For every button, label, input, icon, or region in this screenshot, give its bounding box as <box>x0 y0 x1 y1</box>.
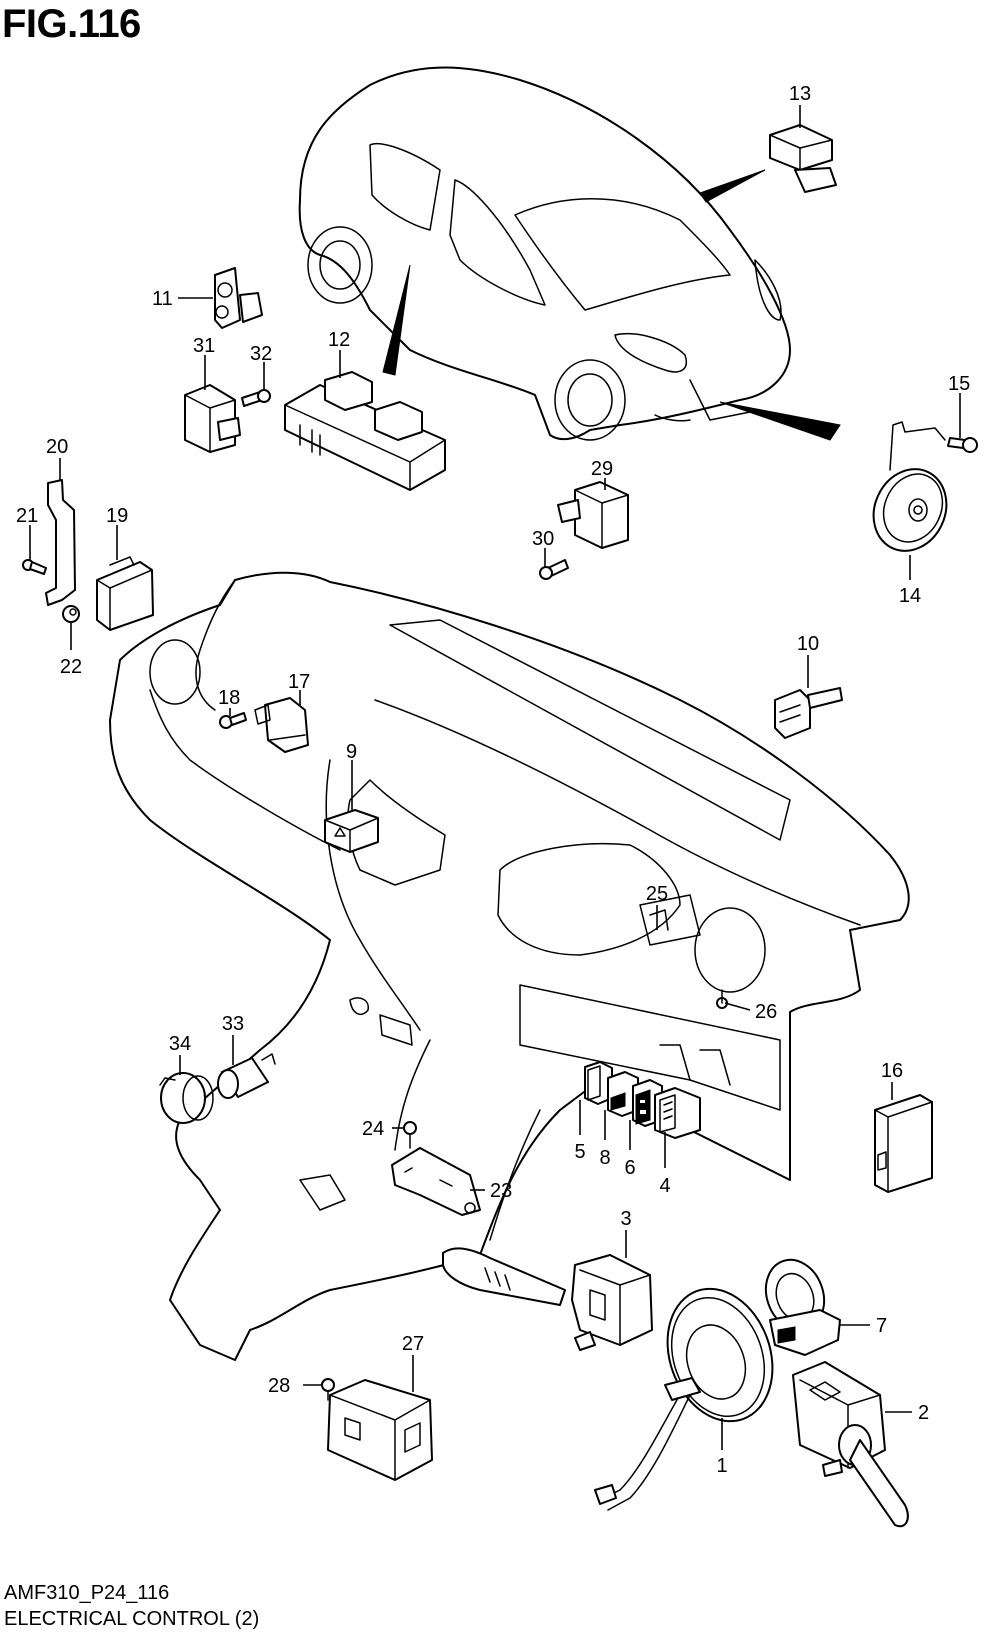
callout-19: 19 <box>106 505 128 527</box>
callout-1: 1 <box>716 1455 727 1477</box>
callout-labels: 13 11 31 32 12 15 20 29 21 19 30 14 10 2… <box>16 83 970 1477</box>
part-3-combination-switch-left[interactable] <box>442 1247 653 1351</box>
callout-5: 5 <box>574 1141 585 1163</box>
part-14-horn[interactable] <box>861 421 960 563</box>
figure-caption: ELECTRICAL CONTROL (2) <box>4 1608 260 1630</box>
part-24-bolt[interactable] <box>403 1121 417 1149</box>
part-22-nut[interactable] <box>62 605 80 623</box>
part-2-combination-switch-right[interactable] <box>792 1361 909 1528</box>
part-16-control-module[interactable] <box>874 1094 933 1193</box>
figure-code: AMF310_P24_116 <box>4 1582 170 1604</box>
part-31-side-sensor[interactable] <box>184 384 241 453</box>
part-23-sensor[interactable] <box>391 1147 481 1216</box>
part-32-bolt[interactable] <box>241 389 271 407</box>
callout-30: 30 <box>532 528 554 550</box>
part-29-impact-sensor[interactable] <box>557 481 629 549</box>
callout-33: 33 <box>222 1013 244 1035</box>
callout-20: 20 <box>46 436 68 458</box>
part-8-dash-switch[interactable] <box>607 1071 639 1117</box>
part-15-horn-bolt[interactable] <box>947 437 978 453</box>
part-7-steering-angle-sensor[interactable] <box>756 1252 841 1356</box>
callout-17: 17 <box>288 671 310 693</box>
callout-12: 12 <box>328 329 350 351</box>
vehicle-outline <box>298 66 841 441</box>
callout-22: 22 <box>60 656 82 678</box>
part-17-relay-bracket[interactable] <box>254 697 309 753</box>
callout-6: 6 <box>624 1157 635 1179</box>
part-4-dash-switch[interactable] <box>654 1087 701 1139</box>
callout-34: 34 <box>169 1033 191 1055</box>
callout-31: 31 <box>193 335 215 357</box>
pointer-arrow <box>382 264 411 376</box>
callout-14: 14 <box>899 585 921 607</box>
callout-27: 27 <box>402 1333 424 1355</box>
part-13-window-switch[interactable] <box>769 124 837 193</box>
callout-16: 16 <box>881 1060 903 1082</box>
callout-4: 4 <box>659 1175 670 1197</box>
part-19-controller[interactable] <box>96 556 154 631</box>
callout-23: 23 <box>490 1180 512 1202</box>
part-20-bracket[interactable] <box>45 479 76 606</box>
callout-25: 25 <box>646 883 668 905</box>
callout-13: 13 <box>789 83 811 105</box>
part-26-screw[interactable] <box>716 989 728 1009</box>
part-18-bolt[interactable] <box>219 712 247 729</box>
callout-21: 21 <box>16 505 38 527</box>
part-33-lighter-socket[interactable] <box>217 1053 276 1099</box>
callout-15: 15 <box>948 373 970 395</box>
part-25-module[interactable] <box>649 909 669 931</box>
callout-28: 28 <box>268 1375 290 1397</box>
callout-2: 2 <box>918 1402 929 1424</box>
pointer-arrow <box>699 169 766 203</box>
part-27-airbag-ecu[interactable] <box>327 1379 433 1481</box>
part-28-bolt[interactable] <box>321 1378 335 1401</box>
pointer-arrow <box>719 401 841 441</box>
part-1-contact-coil[interactable] <box>594 1274 790 1511</box>
callout-24: 24 <box>362 1118 384 1140</box>
callout-26: 26 <box>755 1001 777 1023</box>
callout-8: 8 <box>599 1147 610 1169</box>
part-34-accessory-socket[interactable] <box>159 1072 214 1124</box>
part-12-power-window-switch[interactable] <box>284 371 446 491</box>
part-21-bolt[interactable] <box>22 559 47 575</box>
instrument-panel <box>109 571 910 1361</box>
part-10-stop-lamp-switch[interactable] <box>774 687 843 739</box>
figure-title: FIG.116 <box>2 2 141 46</box>
leader-lines <box>29 105 961 1450</box>
callout-29: 29 <box>591 458 613 480</box>
part-11-sensor-bracket[interactable] <box>214 267 263 329</box>
callout-18: 18 <box>218 687 240 709</box>
part-30-bolt[interactable] <box>539 559 569 580</box>
callout-7: 7 <box>876 1315 887 1337</box>
callout-3: 3 <box>620 1208 631 1230</box>
callout-11: 11 <box>152 288 173 310</box>
callout-9: 9 <box>346 741 357 763</box>
callout-32: 32 <box>250 343 272 365</box>
part-9-hazard-switch[interactable] <box>324 809 379 853</box>
callout-10: 10 <box>797 633 819 655</box>
